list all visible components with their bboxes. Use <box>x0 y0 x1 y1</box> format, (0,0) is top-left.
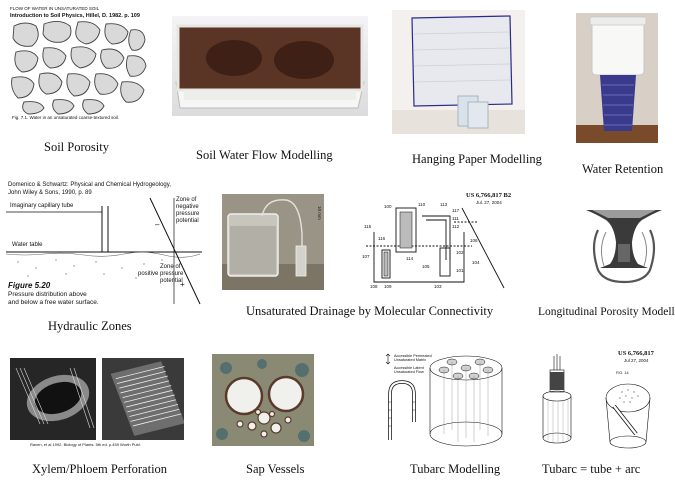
patent1-label-100: 100 <box>384 204 392 209</box>
patent1-label-112: 112 <box>452 224 460 229</box>
patent1-label-114: 114 <box>406 256 414 261</box>
soil-porosity-figure: FLOW OF WATER IN UNSATURATED SOIL Introd… <box>4 4 150 121</box>
patent1-label-101: 101 <box>456 268 464 273</box>
caption-hydraulic-zones: Hydraulic Zones <box>48 319 132 333</box>
hydraulic-ref-2: John Wiley & Sons, 1990, p. 89 <box>8 190 92 196</box>
tubarc-modelling-figure: Accessible Permeated Unsaturated Matrix … <box>382 350 516 452</box>
negative-zone-label-2: negative <box>176 204 199 210</box>
patent1-label-115: 115 <box>364 224 372 229</box>
patent1-number: US 6,766,817 B2 <box>466 192 511 199</box>
patent1-label-111: 111 <box>452 216 459 221</box>
tubarc-legend-1b: Unsaturated Matrix <box>394 358 426 362</box>
soil-porosity-header: FLOW OF WATER IN UNSATURATED SOIL <box>10 6 100 11</box>
patent-drawing-1: US 6,766,817 B2 Jul. 27, 2004 100 110 11… <box>344 188 522 296</box>
positive-zone-label-2: positive pressure <box>138 271 184 277</box>
sap-vessels-photo <box>212 354 314 446</box>
hydraulic-zones-figure <box>4 180 202 306</box>
caption-water-retention: Water Retention <box>582 162 664 176</box>
figure-caption-2: and below a free water surface. <box>8 299 99 306</box>
hanging-paper-photo <box>392 10 525 134</box>
tubarc-legend-2a: Accessible Latent <box>394 366 425 370</box>
scale-label: 10 mm <box>317 206 322 220</box>
patent1-label-105: 105 <box>422 264 430 269</box>
patent1-date: Jul. 27, 2004 <box>476 200 502 205</box>
patent1-label-116: 116 <box>378 236 386 241</box>
water-retention-photo <box>576 13 658 143</box>
positive-zone-label-1: Zone of <box>160 264 181 270</box>
caption-unsaturated-drainage: Unsaturated Drainage by Molecular Connec… <box>246 304 494 318</box>
negative-zone-label-3: pressure <box>176 211 200 217</box>
caption-tubarc-modelling: Tubarc Modelling <box>410 462 501 476</box>
negative-zone-label-4: potential <box>176 218 199 224</box>
xylem-reference: Raven, et al 1992. Biology of Plants. 5t… <box>30 442 141 447</box>
patent1-label-110: 110 <box>418 202 426 207</box>
patent1-label-106: 106 <box>470 238 478 243</box>
minus-sign: – <box>155 220 160 229</box>
caption-longitudinal-porosity: Longitudinal Porosity Modelling <box>538 306 675 318</box>
patent1-label-108: 108 <box>370 284 378 289</box>
caption-soil-water-flow: Soil Water Flow Modelling <box>196 148 333 162</box>
patent1-label-113: 113 <box>440 202 448 207</box>
soil-porosity-fig-caption: Fig. 7.1. Water in an unsaturated coarse… <box>12 115 119 120</box>
soil-porosity-reference: Introduction to Soil Physics, Hillel, D.… <box>10 13 140 19</box>
figure-number: Figure 5.20 <box>8 281 51 290</box>
caption-tubarc-formula: Tubarc = tube + arc <box>542 462 641 476</box>
capillary-tube-label: Imaginary capillary tube <box>10 203 74 209</box>
patent2-number: US 6,766,817 <box>618 350 655 357</box>
patent2-fig-label: FIG. 14 <box>616 371 629 375</box>
longitudinal-porosity-figure <box>578 202 670 298</box>
unsaturated-drainage-photo: 10 mm <box>222 194 324 290</box>
hydraulic-ref-1: Domenico & Schwartz: Physical and Chemic… <box>8 182 171 188</box>
xylem-phloem-photo: Raven, et al 1992. Biology of Plants. 5t… <box>10 358 184 448</box>
caption-hanging-paper: Hanging Paper Modelling <box>412 152 542 166</box>
patent1-label-109: 109 <box>384 284 392 289</box>
caption-sap-vessels: Sap Vessels <box>246 462 305 476</box>
plus-sign: + <box>180 280 185 289</box>
negative-zone-label-1: Zone of <box>176 197 197 203</box>
tubarc-legend-2b: Unsaturated Flow <box>394 370 424 374</box>
caption-soil-porosity: Soil Porosity <box>44 140 109 154</box>
soil-water-flow-photo <box>172 16 368 116</box>
patent1-label-107: 107 <box>362 254 370 259</box>
positive-zone-label-3: potential <box>160 278 183 284</box>
patent-drawing-2: US 6,766,817 Jul 27, 2004 FIG. 14 <box>532 346 670 450</box>
patent1-label-102: 102 <box>456 250 464 255</box>
caption-xylem-phloem: Xylem/Phloem Perforation <box>32 462 168 476</box>
water-table-label: Water table <box>12 242 43 248</box>
patent1-label-104: 104 <box>472 260 480 265</box>
patent1-label-117: 117 <box>452 208 460 213</box>
patent2-date: Jul 27, 2004 <box>624 358 649 363</box>
patent1-label-103: 103 <box>434 284 442 289</box>
figure-caption-1: Pressure distribution above <box>8 291 87 298</box>
tubarc-legend-1a: Accessible Permeated <box>394 354 432 358</box>
